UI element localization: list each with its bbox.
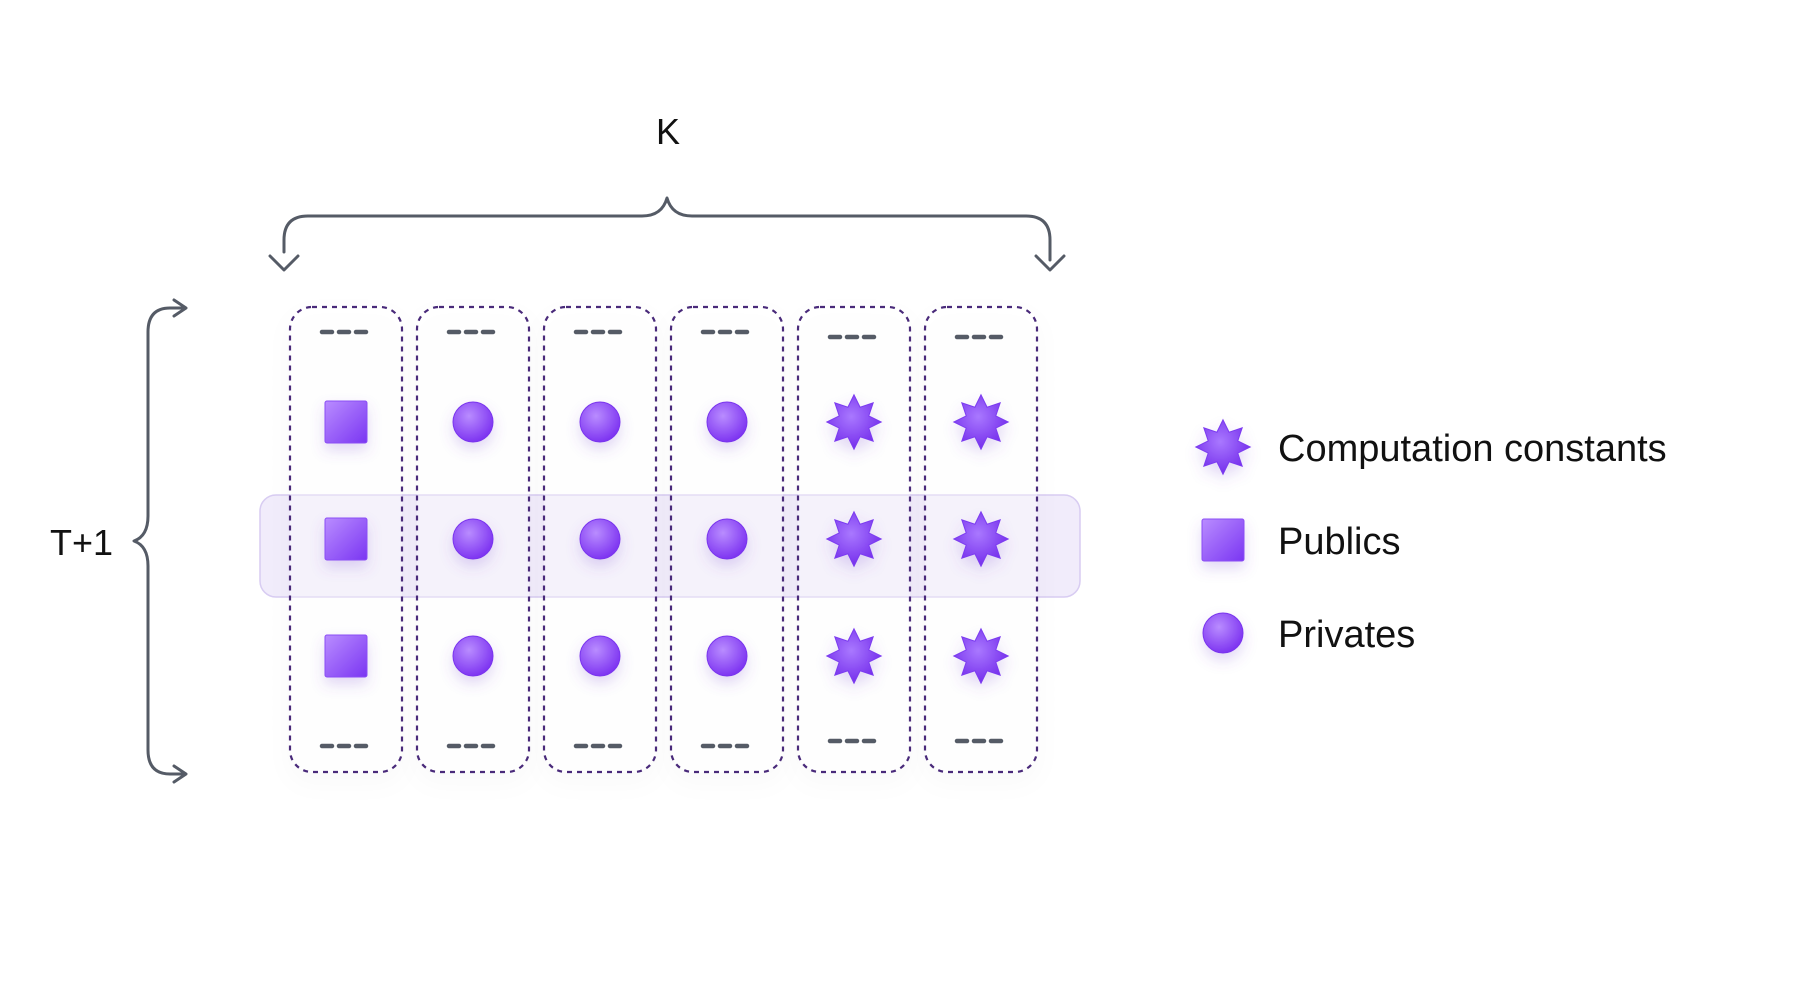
- circle-icon: [452, 635, 494, 677]
- legend-label: Computation constants: [1278, 428, 1667, 470]
- circle-icon: [706, 401, 748, 443]
- square-icon: [1201, 518, 1245, 562]
- square-icon: [324, 517, 368, 561]
- circle-icon: [452, 518, 494, 560]
- star-icon: [952, 393, 1010, 451]
- t-plus-1-brace: [132, 298, 188, 784]
- square-icon: [324, 634, 368, 678]
- legend-item-privates: Privates: [1202, 612, 1415, 656]
- legend-item-computation-constants: Computation constants: [1194, 418, 1667, 476]
- circle-icon: [1202, 612, 1244, 654]
- square-icon: [324, 400, 368, 444]
- t-plus-1-label: T+1: [50, 522, 113, 563]
- k-label: K: [656, 111, 680, 152]
- columns: [288, 305, 1039, 774]
- matrix-column: [288, 305, 404, 774]
- circle-icon: [452, 401, 494, 443]
- matrix-column: [669, 305, 785, 774]
- legend: Computation constants Publics Privates: [1194, 418, 1667, 656]
- square-icon: [1201, 518, 1245, 562]
- star-icon: [1194, 418, 1252, 476]
- k-brace: [268, 196, 1066, 272]
- legend-label: Publics: [1278, 521, 1401, 563]
- star-icon: [825, 510, 883, 568]
- star-icon: [1194, 418, 1252, 476]
- matrix-column: [923, 305, 1039, 774]
- star-icon: [952, 627, 1010, 685]
- circle-icon: [579, 635, 621, 677]
- matrix-column: [542, 305, 658, 774]
- circle-icon: [579, 518, 621, 560]
- star-icon: [952, 510, 1010, 568]
- legend-item-publics: Publics: [1201, 518, 1401, 563]
- legend-label: Privates: [1278, 614, 1415, 656]
- circle-icon: [706, 635, 748, 677]
- matrix-column: [415, 305, 531, 774]
- circle-icon: [579, 401, 621, 443]
- star-icon: [825, 393, 883, 451]
- circle-icon: [706, 518, 748, 560]
- star-icon: [825, 627, 883, 685]
- matrix-column: [796, 305, 912, 774]
- circle-icon: [1202, 612, 1244, 654]
